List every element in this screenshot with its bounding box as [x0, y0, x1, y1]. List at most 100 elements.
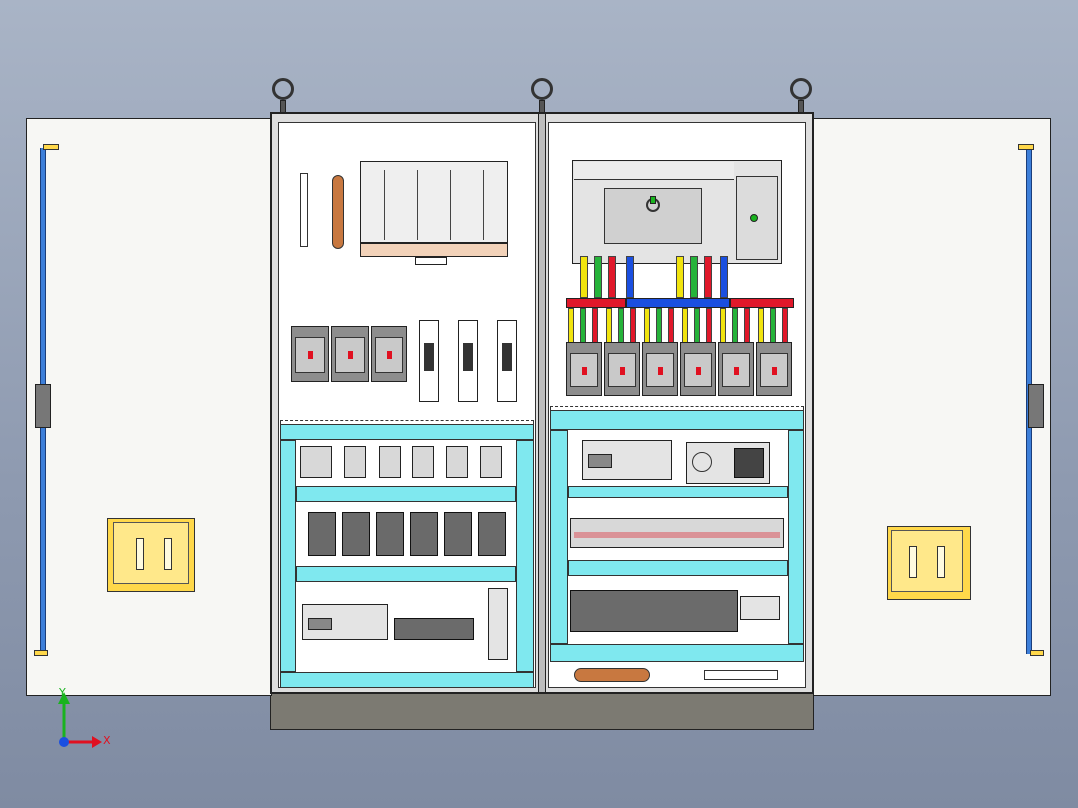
cabinet-plinth	[270, 690, 814, 730]
main-incomer-breaker	[360, 161, 508, 243]
fuse-2-body	[463, 343, 473, 371]
ats-wire-neutral-1	[626, 256, 634, 298]
right-cable-duct-bottom	[550, 644, 804, 662]
branch-wire-6a	[758, 308, 764, 344]
branch-wire-4c	[706, 308, 712, 344]
ats-wire-phase-a-1	[580, 256, 588, 298]
left-contactor-2	[342, 512, 370, 556]
right-cable-duct-vertical-left	[550, 430, 568, 644]
ats-wire-phase-b-1	[594, 256, 602, 298]
branch-wire-2c	[630, 308, 636, 344]
left-breaker-1	[291, 326, 329, 382]
left-cable-duct-top	[280, 424, 534, 440]
right-door-handle-plate	[891, 530, 963, 592]
branch-wire-5b	[732, 308, 738, 344]
right-relay-terminal-strip	[570, 518, 784, 548]
left-terminal-block	[394, 618, 474, 640]
left-door[interactable]	[26, 118, 272, 696]
power-supply-fan	[692, 452, 712, 472]
ats-controller	[736, 176, 778, 260]
left-handle-slot-2	[164, 538, 172, 570]
x-axis-label: X	[103, 734, 111, 747]
axis-triad	[58, 692, 102, 748]
right-cable-duct-row-2	[568, 560, 788, 576]
branch-wire-4b	[694, 308, 700, 344]
right-rod-top-cap	[1018, 144, 1034, 150]
fuse-1-body	[424, 343, 434, 371]
left-relay-row1-6	[480, 446, 502, 478]
left-rod-bottom-cap	[34, 650, 48, 656]
incomer-divider-1	[384, 170, 385, 240]
right-breaker-4	[680, 342, 716, 396]
lifting-eye-right	[790, 78, 812, 100]
ats-wire-phase-c-1	[608, 256, 616, 298]
main-incomer-base	[360, 243, 508, 257]
z-axis-dot	[59, 737, 69, 747]
left-contactor-4	[410, 512, 438, 556]
left-relay-row1-4	[412, 446, 434, 478]
left-breaker-3	[371, 326, 407, 382]
busbar-red-right	[730, 298, 794, 308]
incomer-divider-3	[450, 170, 451, 240]
left-contactor-5	[444, 512, 472, 556]
left-relay-row1-2	[344, 446, 366, 478]
branch-wire-3c	[668, 308, 674, 344]
main-incomer-clip	[415, 257, 447, 265]
y-axis-label: Y	[59, 686, 66, 699]
left-contactor-6	[478, 512, 506, 556]
busbar-neutral	[626, 298, 730, 308]
right-copper-ground-bar	[574, 668, 650, 682]
ats-handle-indicator	[650, 196, 656, 204]
left-relay-row1-3	[379, 446, 401, 478]
y-axis-arrowhead	[58, 692, 70, 704]
right-cable-duct-row-1	[568, 486, 788, 498]
left-cable-duct-vertical-left	[280, 440, 296, 672]
left-rod-top-cap	[43, 144, 59, 150]
branch-wire-4a	[682, 308, 688, 344]
right-terminal-end-module	[740, 596, 780, 620]
left-cable-duct-vertical-right	[516, 440, 534, 672]
branch-wire-5c	[744, 308, 750, 344]
ats-top-strip	[574, 162, 734, 180]
branch-wire-2b	[618, 308, 624, 344]
busbar-red-left	[566, 298, 626, 308]
branch-wire-6c	[782, 308, 788, 344]
right-breaker-5	[718, 342, 754, 396]
ats-wire-phase-a-2	[676, 256, 684, 298]
right-handle-slot-1	[909, 546, 917, 578]
left-plc-ports	[308, 618, 332, 630]
left-breaker-2	[331, 326, 369, 382]
left-power-supply	[488, 588, 508, 660]
branch-wire-1a	[568, 308, 574, 344]
left-relay-row1-1	[300, 446, 332, 478]
right-cable-duct-vertical-right	[788, 430, 804, 644]
right-cable-duct-top	[550, 410, 804, 430]
incomer-divider-2	[417, 170, 418, 240]
right-breaker-3	[642, 342, 678, 396]
ats-wire-neutral-2	[720, 256, 728, 298]
incomer-divider-4	[483, 170, 484, 240]
lifting-eye-left	[272, 78, 294, 100]
ats-wire-phase-c-2	[704, 256, 712, 298]
left-door-latch	[35, 384, 51, 428]
ats-wire-phase-b-2	[690, 256, 698, 298]
branch-wire-3b	[656, 308, 662, 344]
right-rod-bottom-cap	[1030, 650, 1044, 656]
right-breaker-1	[566, 342, 602, 396]
cabinet-center-post	[538, 114, 546, 692]
ats-status-led	[750, 214, 758, 222]
left-handle-slot-1	[136, 538, 144, 570]
right-plc-ports	[588, 454, 612, 468]
branch-wire-1c	[592, 308, 598, 344]
left-cable-duct-bottom	[280, 672, 534, 688]
left-door-handle-plate	[113, 522, 189, 584]
right-breaker-2	[604, 342, 640, 396]
right-door-latch	[1028, 384, 1044, 428]
right-breaker-6	[756, 342, 792, 396]
left-contactor-1	[308, 512, 336, 556]
right-door[interactable]	[813, 118, 1051, 696]
right-terminal-block	[570, 590, 738, 632]
left-cable-duct-row-2	[296, 566, 516, 582]
power-supply-terminals	[734, 448, 764, 478]
branch-wire-2a	[606, 308, 612, 344]
